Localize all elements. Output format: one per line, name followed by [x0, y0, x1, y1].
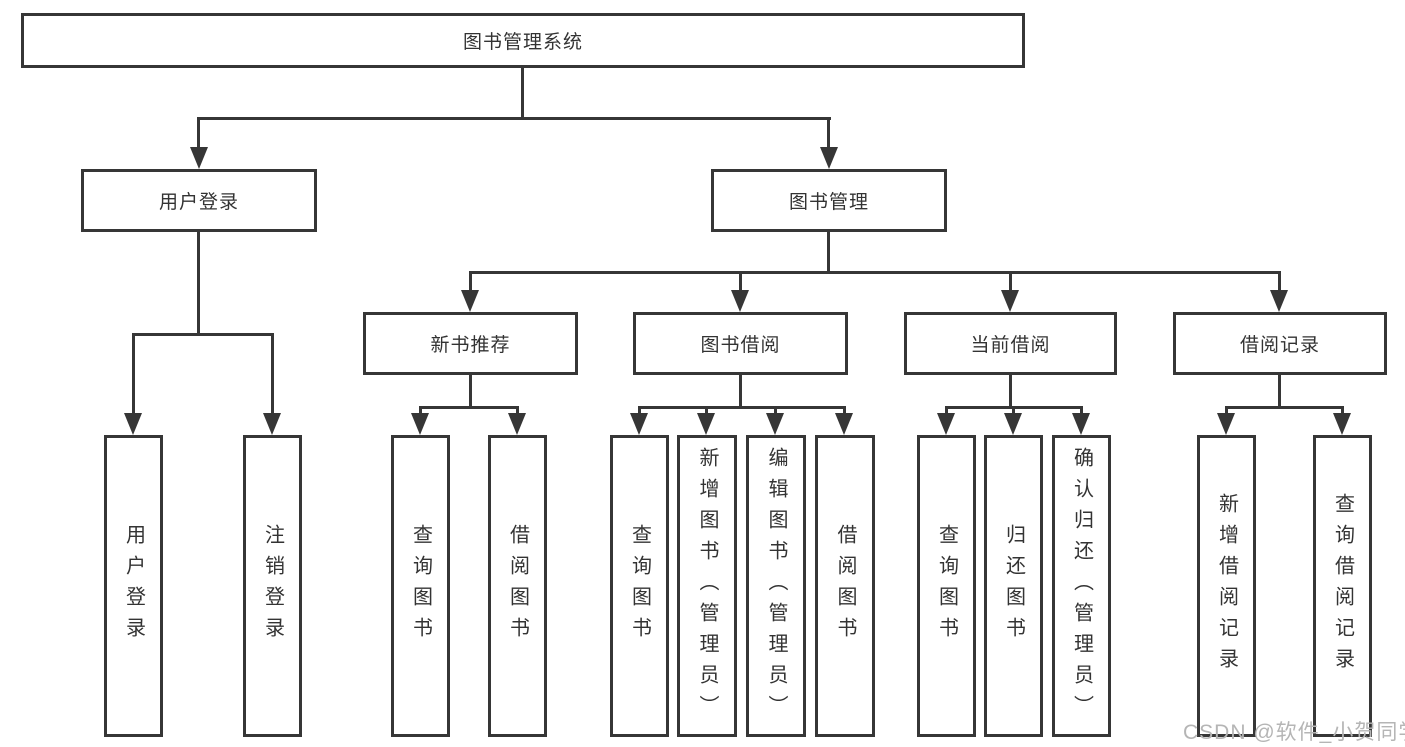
connector-leaf-drop: [1225, 406, 1228, 413]
connector-user-login-drop: [197, 117, 200, 148]
arrowhead: [1004, 413, 1022, 435]
arrowhead: [190, 147, 208, 169]
node-new-book-recommendation-label: 新书推荐: [430, 335, 511, 356]
leaf-borrow-books: 借阅图书: [815, 435, 875, 737]
leaf-confirm-return-admin-label: 确认归还（管理员）: [1070, 446, 1093, 726]
node-book-management: 图书管理: [711, 169, 947, 232]
node-root: 图书管理系统: [21, 13, 1025, 68]
leaf-edit-books-admin: 编辑图书（管理员）: [746, 435, 806, 737]
connector-level3-rail: [469, 271, 1281, 274]
arrowhead: [124, 413, 142, 435]
leaf-query-books-current: 查询图书: [917, 435, 976, 737]
arrowhead: [1333, 413, 1351, 435]
node-root-label: 图书管理系统: [462, 32, 583, 53]
leaf-user-login-label: 用户登录: [122, 524, 145, 648]
connector-user-login-rail: [132, 333, 274, 336]
connector-leaf-drop: [843, 406, 846, 413]
connector-leaf-drop: [1012, 406, 1015, 413]
connector-leaf-drop: [1341, 406, 1344, 413]
connector-book-management-drop: [827, 117, 830, 148]
leaf-borrow-books-label: 借阅图书: [834, 524, 856, 648]
leaf-query-borrow-record-label: 查询借阅记录: [1331, 493, 1354, 679]
connector-level2-rail: [197, 117, 831, 120]
leaf-query-books-borrowing-label: 查询图书: [628, 524, 651, 648]
node-book-borrowing-label: 图书借阅: [700, 335, 781, 356]
connector-leaf-drop: [516, 406, 519, 413]
leaf-borrow-books-recommend-label: 借阅图书: [506, 524, 529, 648]
leaf-add-books-admin: 新增图书（管理员）: [677, 435, 737, 737]
connector-borrowing-stem: [739, 375, 742, 406]
arrowhead: [937, 413, 955, 435]
arrowhead: [697, 413, 715, 435]
node-book-management-label: 图书管理: [788, 192, 869, 213]
arrowhead: [1072, 413, 1090, 435]
leaf-query-books-recommend-label: 查询图书: [409, 524, 432, 648]
connector-records-rail: [1225, 406, 1344, 409]
connector-leaf-drop: [945, 406, 948, 413]
leaf-query-books-borrowing: 查询图书: [610, 435, 669, 737]
connector-records-stem: [1278, 375, 1281, 406]
arrowhead: [263, 413, 281, 435]
connector-level3-drop: [1009, 271, 1012, 290]
leaf-query-books-recommend: 查询图书: [391, 435, 450, 737]
connector-leaf-drop: [132, 333, 135, 413]
connector-level3-drop: [1278, 271, 1281, 290]
arrowhead: [1217, 413, 1235, 435]
connector-user-login-stem: [197, 232, 200, 333]
leaf-logout-label: 注销登录: [261, 524, 284, 648]
node-borrowing-records: 借阅记录: [1173, 312, 1387, 375]
arrowhead: [1270, 290, 1288, 312]
arrowhead: [461, 290, 479, 312]
leaf-confirm-return-admin: 确认归还（管理员）: [1052, 435, 1111, 737]
leaf-return-books-label: 归还图书: [1002, 524, 1025, 648]
connector-leaf-drop: [774, 406, 777, 413]
node-new-book-recommendation: 新书推荐: [363, 312, 578, 375]
leaf-add-borrow-record: 新增借阅记录: [1197, 435, 1256, 737]
connector-leaf-drop: [1080, 406, 1083, 413]
connector-recommend-rail: [419, 406, 519, 409]
arrowhead: [766, 413, 784, 435]
node-user-login: 用户登录: [81, 169, 317, 232]
connector-book-management-stem: [827, 232, 830, 271]
connector-current-stem: [1009, 375, 1012, 406]
leaf-edit-books-admin-label: 编辑图书（管理员）: [765, 446, 787, 726]
connector-root-stem: [521, 68, 524, 120]
node-current-borrowing-label: 当前借阅: [970, 335, 1051, 356]
leaf-return-books: 归还图书: [984, 435, 1043, 737]
node-user-login-label: 用户登录: [158, 192, 239, 213]
connector-level3-drop: [469, 271, 472, 290]
watermark: CSDN @软件_小贺同学: [1183, 721, 1405, 744]
leaf-add-borrow-record-label: 新增借阅记录: [1215, 493, 1238, 679]
connector-recommend-stem: [469, 375, 472, 406]
connector-leaf-drop: [419, 406, 422, 413]
arrowhead: [1001, 290, 1019, 312]
node-borrowing-records-label: 借阅记录: [1239, 335, 1320, 356]
connector-borrowing-rail: [638, 406, 846, 409]
arrowhead: [820, 147, 838, 169]
leaf-query-borrow-record: 查询借阅记录: [1313, 435, 1372, 737]
connector-leaf-drop: [638, 406, 641, 413]
leaf-add-books-admin-label: 新增图书（管理员）: [696, 446, 718, 726]
node-current-borrowing: 当前借阅: [904, 312, 1117, 375]
arrowhead: [411, 413, 429, 435]
leaf-query-books-current-label: 查询图书: [935, 524, 958, 648]
arrowhead: [731, 290, 749, 312]
connector-leaf-drop: [271, 333, 274, 413]
arrowhead: [508, 413, 526, 435]
leaf-borrow-books-recommend: 借阅图书: [488, 435, 547, 737]
connector-level3-drop: [739, 271, 742, 290]
connector-leaf-drop: [705, 406, 708, 413]
leaf-user-login: 用户登录: [104, 435, 163, 737]
node-book-borrowing: 图书借阅: [633, 312, 848, 375]
arrowhead: [835, 413, 853, 435]
arrowhead: [630, 413, 648, 435]
leaf-logout: 注销登录: [243, 435, 302, 737]
